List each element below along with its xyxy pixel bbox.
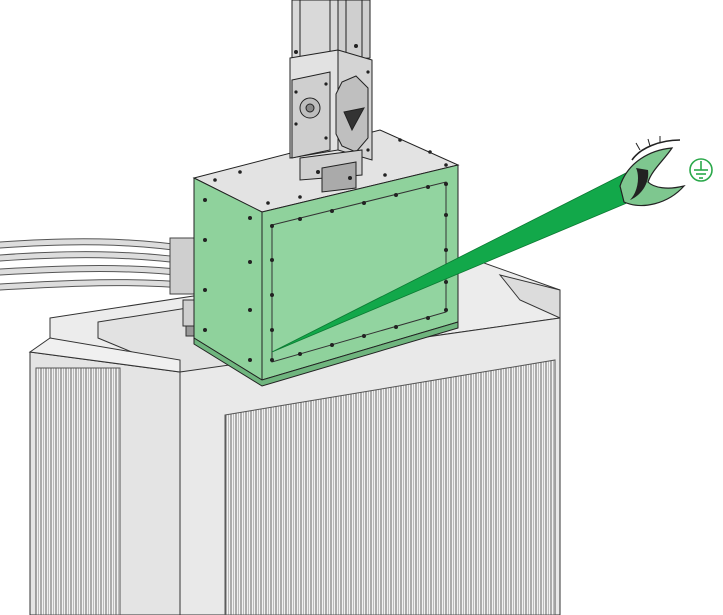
green-enclosure xyxy=(192,129,460,387)
transformer-left-cap xyxy=(28,337,181,373)
cable-bundle xyxy=(0,237,199,295)
transformer-shoulder xyxy=(498,274,561,319)
warning-triangle-icon xyxy=(343,107,365,132)
cooling-fins-front xyxy=(224,359,556,615)
earth-ground-icon xyxy=(689,158,713,182)
eye-icon xyxy=(619,136,686,207)
lifting-column xyxy=(289,0,373,193)
cooling-fins-left xyxy=(35,367,121,615)
transformer-body xyxy=(28,257,561,615)
